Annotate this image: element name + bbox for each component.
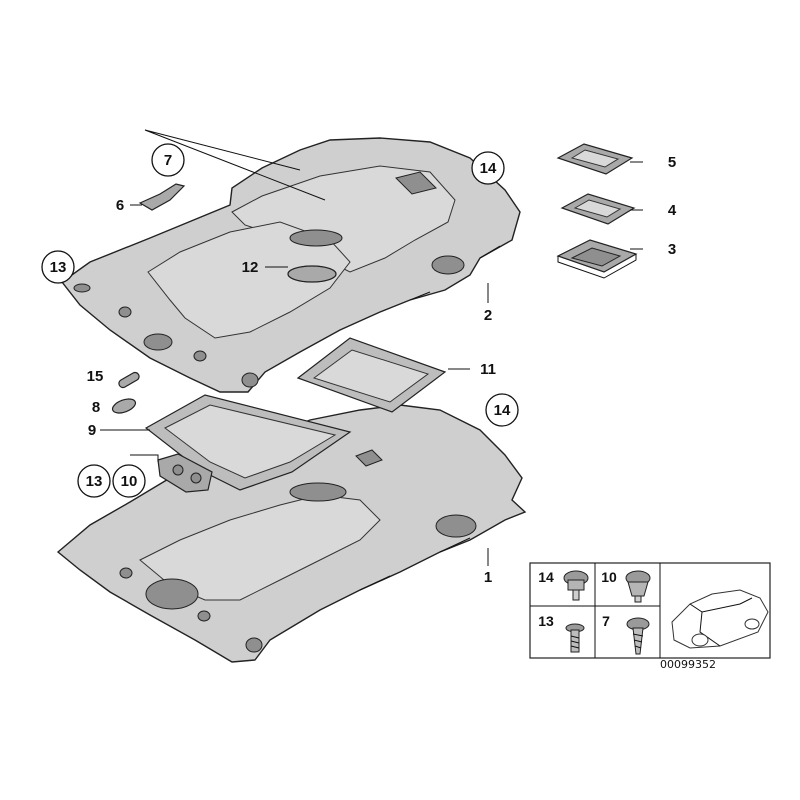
callout-12: 12 [242, 259, 259, 276]
callout-3: 3 [668, 241, 676, 258]
clip-14-icon [563, 570, 589, 601]
car-thumbnail-icon [671, 589, 769, 649]
legend-label-7: 7 [602, 613, 610, 629]
screw-13-icon [565, 623, 585, 653]
callout-circle-14-top [471, 151, 505, 185]
callout-9: 9 [88, 422, 96, 439]
trim-ring-5 [556, 143, 634, 175]
callout-10: 10 [121, 473, 138, 490]
legend-label-10: 10 [601, 569, 617, 585]
callout-14-top: 14 [480, 160, 497, 177]
legend-label-14: 14 [538, 569, 554, 585]
callouts: 7 6 13 12 14 2 5 4 3 11 14 15 8 9 13 10 … [41, 143, 677, 586]
callout-5: 5 [668, 154, 676, 171]
callout-14-mid: 14 [494, 402, 511, 419]
sunroof-frame [296, 337, 447, 413]
callout-circle-13-top [41, 250, 75, 284]
callout-circle-7 [151, 143, 185, 177]
small-part-8 [111, 398, 137, 414]
light-housing [157, 453, 213, 493]
callout-13-top: 13 [50, 259, 67, 276]
small-part-15 [118, 371, 140, 389]
callout-15: 15 [87, 368, 104, 385]
callout-6: 6 [116, 197, 124, 214]
headliner-lower [56, 404, 527, 663]
lamp-housing-3 [556, 239, 638, 279]
leader-lines [100, 129, 643, 566]
trim-ring-4 [560, 193, 636, 225]
legend-label-13: 13 [538, 613, 554, 629]
callout-circle-13-mid [77, 464, 111, 498]
callout-7: 7 [164, 152, 172, 169]
bracket-part-6 [138, 183, 186, 211]
callout-circle-14-mid [485, 393, 519, 427]
clip-10-icon [625, 570, 651, 603]
fastener-legend: 14 10 13 7 [529, 562, 771, 671]
callout-circle-10 [112, 464, 146, 498]
callout-4: 4 [668, 202, 677, 219]
callout-11: 11 [480, 361, 496, 378]
screw-7-icon [626, 617, 650, 655]
callout-13-mid: 13 [86, 473, 103, 490]
callout-2: 2 [484, 307, 492, 324]
callout-8: 8 [92, 399, 100, 416]
diagram-code: 00099352 [660, 658, 716, 671]
headliner-upper [60, 137, 521, 393]
grip-part-12 [287, 265, 337, 283]
callout-1: 1 [484, 569, 492, 586]
